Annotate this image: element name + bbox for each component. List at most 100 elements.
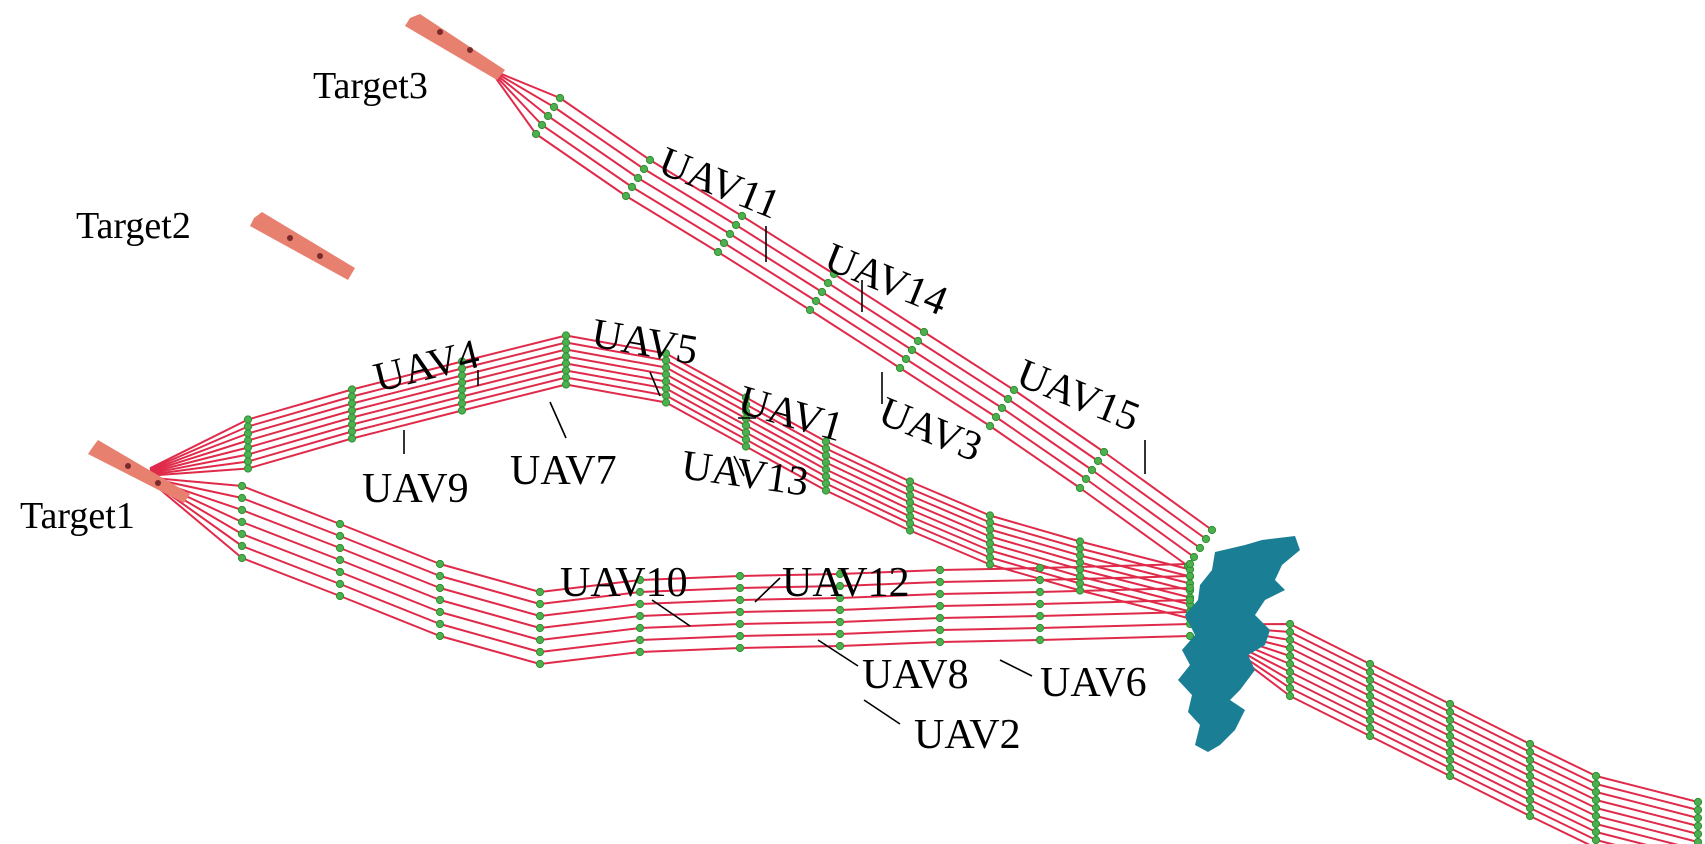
waypoint-marker	[237, 529, 247, 539]
waypoint-marker	[835, 617, 845, 627]
waypoint-marker	[1525, 787, 1535, 797]
uav8-label: UAV8	[862, 652, 969, 698]
waypoint-marker	[347, 399, 357, 408]
waypoint-marker	[935, 613, 945, 623]
waypoint-marker	[1525, 755, 1535, 765]
waypoint-marker	[535, 611, 545, 621]
waypoint-marker	[435, 631, 445, 641]
waypoint-marker	[821, 472, 831, 481]
waypoint-marker	[347, 420, 357, 429]
waypoint-marker	[1525, 779, 1535, 789]
waypoint-marker	[1035, 575, 1045, 585]
waypoint-marker	[1075, 572, 1085, 581]
waypoint-marker	[1693, 797, 1703, 807]
waypoint-marker	[645, 155, 655, 165]
waypoint-marker	[335, 519, 345, 529]
outgoing-bundle-path	[1209, 626, 1699, 819]
target1-upper-bundle-path	[149, 355, 1191, 592]
waypoint-marker	[347, 385, 357, 394]
waypoint-marker	[1099, 447, 1109, 457]
uav13-label: UAV13	[679, 442, 812, 505]
waypoint-marker	[1591, 835, 1601, 844]
outgoing-bundle-path	[1209, 627, 1699, 827]
target1-marker	[88, 440, 190, 503]
outgoing-bundle-path	[1209, 634, 1591, 844]
waypoint-marker	[635, 635, 645, 645]
waypoint-marker	[1591, 819, 1601, 829]
waypoint-marker	[835, 581, 845, 591]
waypoint-marker	[335, 531, 345, 541]
waypoint-marker	[1035, 599, 1045, 609]
waypoint-marker	[735, 619, 745, 629]
waypoint-marker	[1285, 683, 1295, 693]
waypoint-marker	[1075, 551, 1085, 560]
waypoint-marker	[1445, 739, 1455, 749]
waypoint-marker	[347, 413, 357, 422]
waypoint-marker	[347, 406, 357, 415]
waypoint-marker	[821, 458, 831, 467]
waypoint-marker	[535, 659, 545, 669]
waypoint-marker	[335, 591, 345, 601]
waypoint-marker	[435, 607, 445, 617]
waypoint-marker	[1525, 811, 1535, 821]
waypoint-marker	[1075, 537, 1085, 546]
waypoint-marker	[457, 385, 467, 394]
waypoint-marker	[1445, 715, 1455, 725]
waypoint-marker	[1075, 565, 1085, 574]
waypoint-marker	[549, 102, 559, 112]
waypoint-marker	[1365, 667, 1375, 677]
waypoint-marker	[821, 465, 831, 474]
waypoint-marker	[905, 477, 915, 486]
uav12-label: UAV12	[782, 560, 910, 606]
waypoint-marker	[935, 601, 945, 611]
waypoint-marker	[561, 345, 571, 354]
uav7-label: UAV7	[510, 448, 617, 494]
waypoint-marker	[243, 450, 253, 459]
uav10-label: UAV10	[560, 560, 688, 606]
waypoint-marker	[435, 619, 445, 629]
waypoint-marker	[561, 380, 571, 389]
waypoint-marker	[1075, 586, 1085, 595]
waypoint-marker	[1445, 763, 1455, 773]
target1-upper-bundle-path	[149, 341, 1191, 578]
waypoint-marker	[1093, 456, 1103, 466]
waypoint-marker	[725, 229, 735, 239]
waypoint-marker	[237, 541, 247, 551]
waypoint-marker	[661, 370, 671, 379]
waypoint-marker	[735, 607, 745, 617]
waypoint-marker	[661, 391, 671, 400]
waypoint-marker	[985, 539, 995, 548]
waypoint-marker	[935, 637, 945, 647]
waypoint-marker	[985, 532, 995, 541]
waypoint-marker	[1445, 771, 1455, 781]
waypoint-marker	[985, 421, 995, 431]
waypoint-marker	[661, 384, 671, 393]
waypoint-marker	[1365, 715, 1375, 725]
waypoint-marker	[661, 398, 671, 407]
waypoint-marker	[901, 354, 911, 364]
waypoint-marker	[1201, 534, 1211, 544]
waypoint-marker	[735, 595, 745, 605]
waypoint-marker	[1693, 821, 1703, 831]
waypoint-marker	[735, 571, 745, 581]
waypoint-marker	[635, 647, 645, 657]
waypoint-marker	[835, 629, 845, 639]
waypoint-marker	[237, 481, 247, 491]
waypoint-marker	[535, 623, 545, 633]
waypoint-marker	[991, 412, 1001, 422]
waypoint-marker	[1285, 627, 1295, 637]
waypoint-marker	[435, 559, 445, 569]
waypoint-marker	[1445, 723, 1455, 733]
waypoint-marker	[821, 451, 831, 460]
waypoint-marker	[1445, 755, 1455, 765]
waypoint-marker	[1693, 805, 1703, 815]
waypoint-marker	[243, 457, 253, 466]
waypoint-marker	[347, 434, 357, 443]
waypoint-marker	[985, 525, 995, 534]
waypoint-marker	[347, 427, 357, 436]
waypoint-marker	[237, 493, 247, 503]
waypoint-marker	[561, 359, 571, 368]
waypoint-marker	[1693, 829, 1703, 839]
waypoint-marker	[635, 575, 645, 585]
